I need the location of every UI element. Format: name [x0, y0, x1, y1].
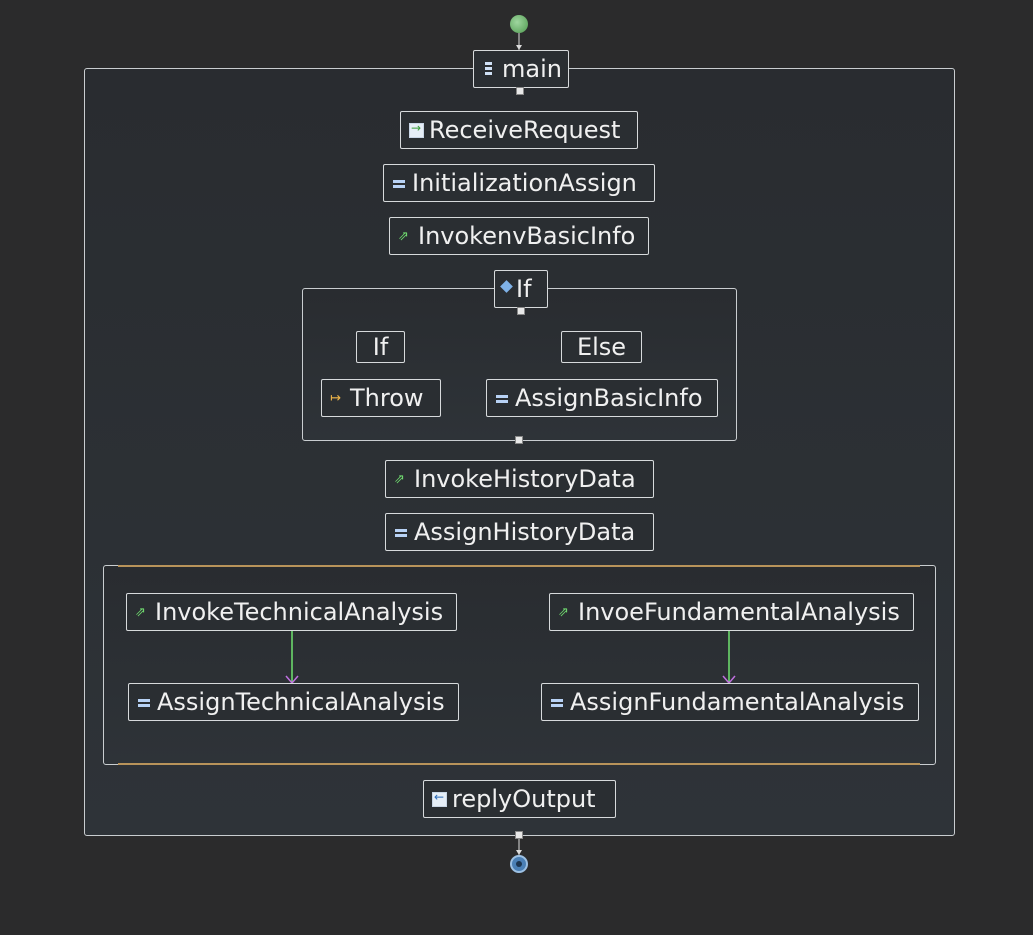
node-label: InvokeTechnicalAnalysis — [155, 598, 444, 626]
invoke-icon: ⇗ — [394, 471, 405, 487]
invoke-icon: ⇗ — [558, 604, 569, 620]
collapse-marker-icon[interactable] — [517, 307, 525, 315]
else-branch-node[interactable]: Else — [561, 331, 642, 363]
node-label: If — [372, 333, 389, 361]
node-label: InvokeHistoryData — [414, 465, 636, 493]
node-label: main — [502, 55, 562, 83]
invoke-fundamental-analysis-node[interactable]: ⇗ InvoeFundamentalAnalysis — [549, 593, 914, 631]
if-branch-node[interactable]: If — [356, 331, 405, 363]
if-icon — [499, 282, 514, 297]
receive-icon — [409, 122, 424, 138]
flow-bottom-bar — [118, 763, 920, 765]
collapse-marker-icon[interactable] — [515, 436, 523, 444]
main-sequence-node[interactable]: main — [473, 50, 569, 88]
node-label: AssignFundamentalAnalysis — [570, 688, 905, 716]
assign-fundamental-analysis-node[interactable]: AssignFundamentalAnalysis — [541, 683, 919, 721]
assign-icon — [137, 695, 152, 710]
node-label: If — [516, 275, 532, 303]
node-label: AssignTechnicalAnalysis — [157, 688, 445, 716]
sequence-icon — [482, 61, 497, 77]
collapse-marker-icon[interactable] — [516, 87, 524, 95]
node-label: InvoeFundamentalAnalysis — [578, 598, 900, 626]
node-label: Throw — [350, 384, 424, 412]
node-label: InvokenvBasicInfo — [418, 222, 636, 250]
assign-icon — [392, 176, 407, 191]
reply-icon — [432, 791, 447, 807]
node-label: AssignBasicInfo — [515, 384, 703, 412]
invoke-basic-info-node[interactable]: ⇗ InvokenvBasicInfo — [389, 217, 649, 255]
assign-basic-info-node[interactable]: AssignBasicInfo — [486, 379, 718, 417]
node-label: InitializationAssign — [412, 169, 637, 197]
node-label: AssignHistoryData — [414, 518, 636, 546]
initialization-assign-node[interactable]: InitializationAssign — [383, 164, 655, 202]
node-label: replyOutput — [452, 785, 596, 813]
arrowhead — [516, 45, 522, 50]
throw-node[interactable]: ↦ Throw — [321, 379, 441, 417]
receive-request-node[interactable]: ReceiveRequest — [400, 111, 638, 149]
arrowhead — [516, 850, 522, 855]
invoke-history-data-node[interactable]: ⇗ InvokeHistoryData — [385, 460, 654, 498]
reply-output-node[interactable]: replyOutput — [423, 780, 616, 818]
assign-icon — [550, 695, 565, 710]
assign-history-data-node[interactable]: AssignHistoryData — [385, 513, 654, 551]
assign-technical-analysis-node[interactable]: AssignTechnicalAnalysis — [128, 683, 459, 721]
invoke-technical-analysis-node[interactable]: ⇗ InvokeTechnicalAnalysis — [126, 593, 457, 631]
node-label: Else — [576, 333, 627, 361]
collapse-marker-icon[interactable] — [515, 831, 523, 839]
assign-icon — [394, 525, 409, 540]
invoke-icon: ⇗ — [135, 604, 146, 620]
node-label: ReceiveRequest — [429, 116, 621, 144]
invoke-icon: ⇗ — [398, 228, 409, 244]
assign-icon — [495, 391, 510, 406]
if-node[interactable]: If — [494, 270, 548, 308]
throw-icon: ↦ — [330, 390, 341, 406]
start-node-icon[interactable] — [510, 15, 528, 33]
flow-top-bar — [118, 565, 920, 567]
end-node-icon[interactable] — [510, 855, 528, 873]
